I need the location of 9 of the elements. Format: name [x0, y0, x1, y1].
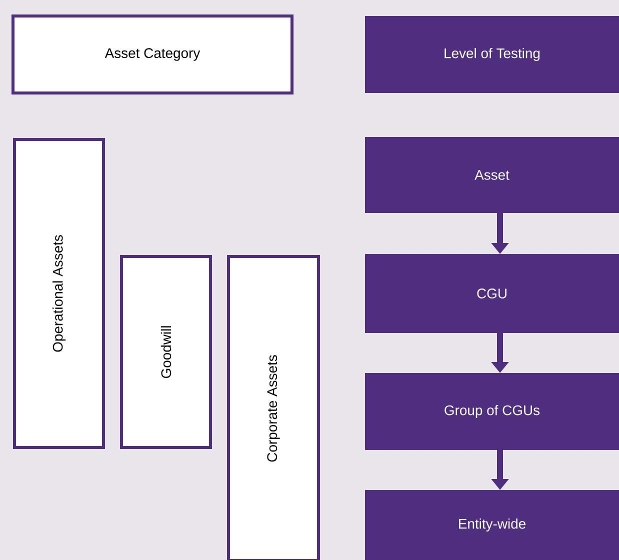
category-box: Goodwill — [120, 254, 212, 449]
level-box: CGU — [365, 254, 619, 333]
level-box: Asset — [365, 136, 619, 213]
level-box: Level of Testing — [365, 16, 619, 93]
category-box: Asset Category — [12, 14, 294, 94]
category-box: Corporate Assets — [227, 254, 320, 560]
level-box: Entity-wide — [365, 490, 619, 560]
level-box: Group of CGUs — [365, 372, 619, 450]
category-box: Operational Assets — [13, 138, 105, 449]
